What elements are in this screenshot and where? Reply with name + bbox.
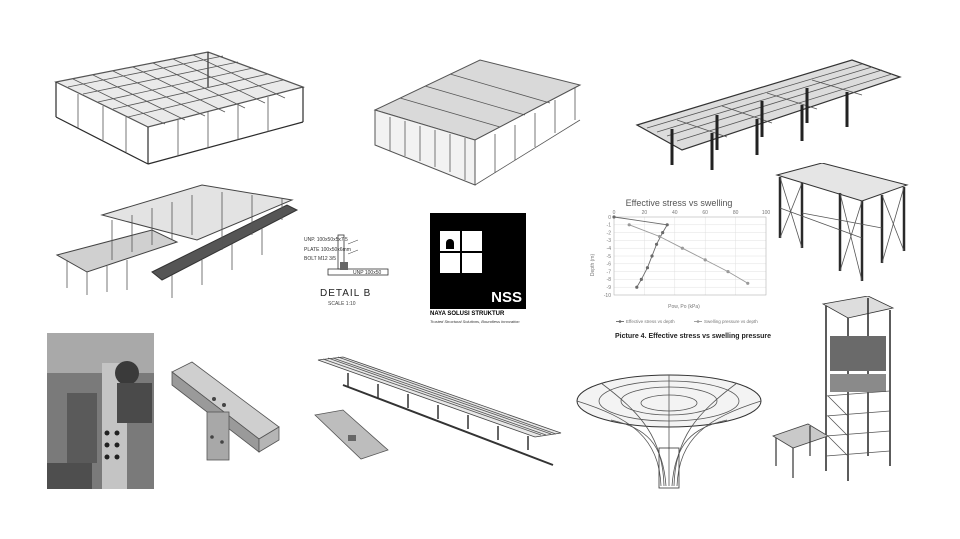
chart-point	[703, 258, 707, 262]
chart-point	[627, 223, 631, 227]
logo-company: NAYA SOLUSI STRUKTUR	[430, 311, 505, 317]
braced-frame-render	[772, 163, 912, 285]
canopy-frame-render	[632, 55, 902, 180]
chart-series-line	[629, 224, 748, 284]
connection-detail-drawing: UNP. 100x50x5x7.5 PLATE 100x50x6mm BOLT …	[298, 232, 396, 310]
chart-x-tick: 100	[762, 210, 771, 216]
chart-y-tick: -6	[607, 262, 612, 268]
chart-point	[635, 285, 639, 289]
chart-y-tick: -1	[607, 223, 612, 229]
chart-x-tick: 0	[613, 210, 616, 216]
chart-xlabel: Pow, Po (kPa)	[668, 304, 700, 310]
logo-grid-icon	[440, 231, 482, 273]
gable-shed-render	[370, 55, 585, 190]
detail-label-3: BOLT M12 3/5	[304, 256, 336, 262]
chart-plot-area	[613, 216, 767, 296]
chart-point	[639, 277, 643, 281]
chart-legend-label: Swelling pressure vs depth	[704, 319, 758, 324]
chart-y-tick: -3	[607, 238, 612, 244]
chart-y-tick: -10	[604, 293, 611, 299]
chart-series-line	[613, 216, 668, 288]
chart-legend-marker	[618, 320, 622, 323]
chart-legend-marker	[696, 320, 700, 323]
chart-y-tick: -5	[607, 254, 612, 260]
chart-point	[650, 254, 654, 258]
chart-point	[645, 266, 650, 270]
chart-point	[726, 270, 730, 274]
logo-tagline: Trusted Structural Solutions, Boundless …	[430, 319, 520, 324]
chart-x-tick: 60	[702, 210, 708, 216]
chart-x-tick: 80	[733, 210, 739, 216]
chart-point	[680, 246, 684, 250]
chart-point	[665, 223, 669, 227]
chart-y-tick: -8	[607, 277, 612, 283]
chart-x-tick: 20	[642, 210, 648, 216]
detail-label-1: UNP. 100x50x5x7.5	[304, 237, 348, 243]
tree-column-grid-render	[571, 368, 767, 490]
site-connection-photo	[47, 333, 154, 489]
chart-ylabel: Depth (m)	[590, 254, 596, 277]
chart-point	[661, 231, 665, 235]
tower-stair-structure-render	[768, 296, 913, 490]
chart-y-tick: 0	[608, 215, 611, 221]
chart-point	[658, 234, 662, 239]
chart-legend-label: Effective stress vs depth	[626, 319, 675, 324]
chart-y-tick: -9	[607, 285, 612, 291]
warehouse-frame-render	[48, 42, 310, 167]
walkway-frame-render	[313, 355, 563, 480]
detail-label-4: UNP 100x50	[353, 270, 381, 276]
chart-y-tick: -7	[607, 269, 612, 275]
chart-x-tick: 40	[672, 210, 678, 216]
detail-label-2: PLATE 100x50x6mm	[304, 247, 351, 253]
logo-mark: NSS	[491, 289, 522, 306]
chart-y-tick: -4	[607, 246, 612, 252]
detail-scale: SCALE 1:10	[328, 301, 356, 307]
nss-logo: NSS NAYA SOLUSI STRUKTUR Trusted Structu…	[430, 213, 530, 325]
chart-point	[612, 215, 616, 219]
chart-point	[654, 242, 659, 246]
detail-title: DETAIL B	[320, 288, 371, 299]
chart-y-tick: -2	[607, 230, 612, 236]
beam-splice-render	[167, 357, 282, 470]
chart-caption: Picture 4. Effective stress vs swelling …	[615, 333, 772, 340]
chart-point	[746, 281, 750, 285]
chart-title: Effective stress vs swelling	[626, 198, 733, 208]
stress-swelling-chart: Effective stress vs swelling 0 20 40 60 80 10…	[586, 195, 772, 331]
multi-wing-building-render	[52, 180, 300, 300]
